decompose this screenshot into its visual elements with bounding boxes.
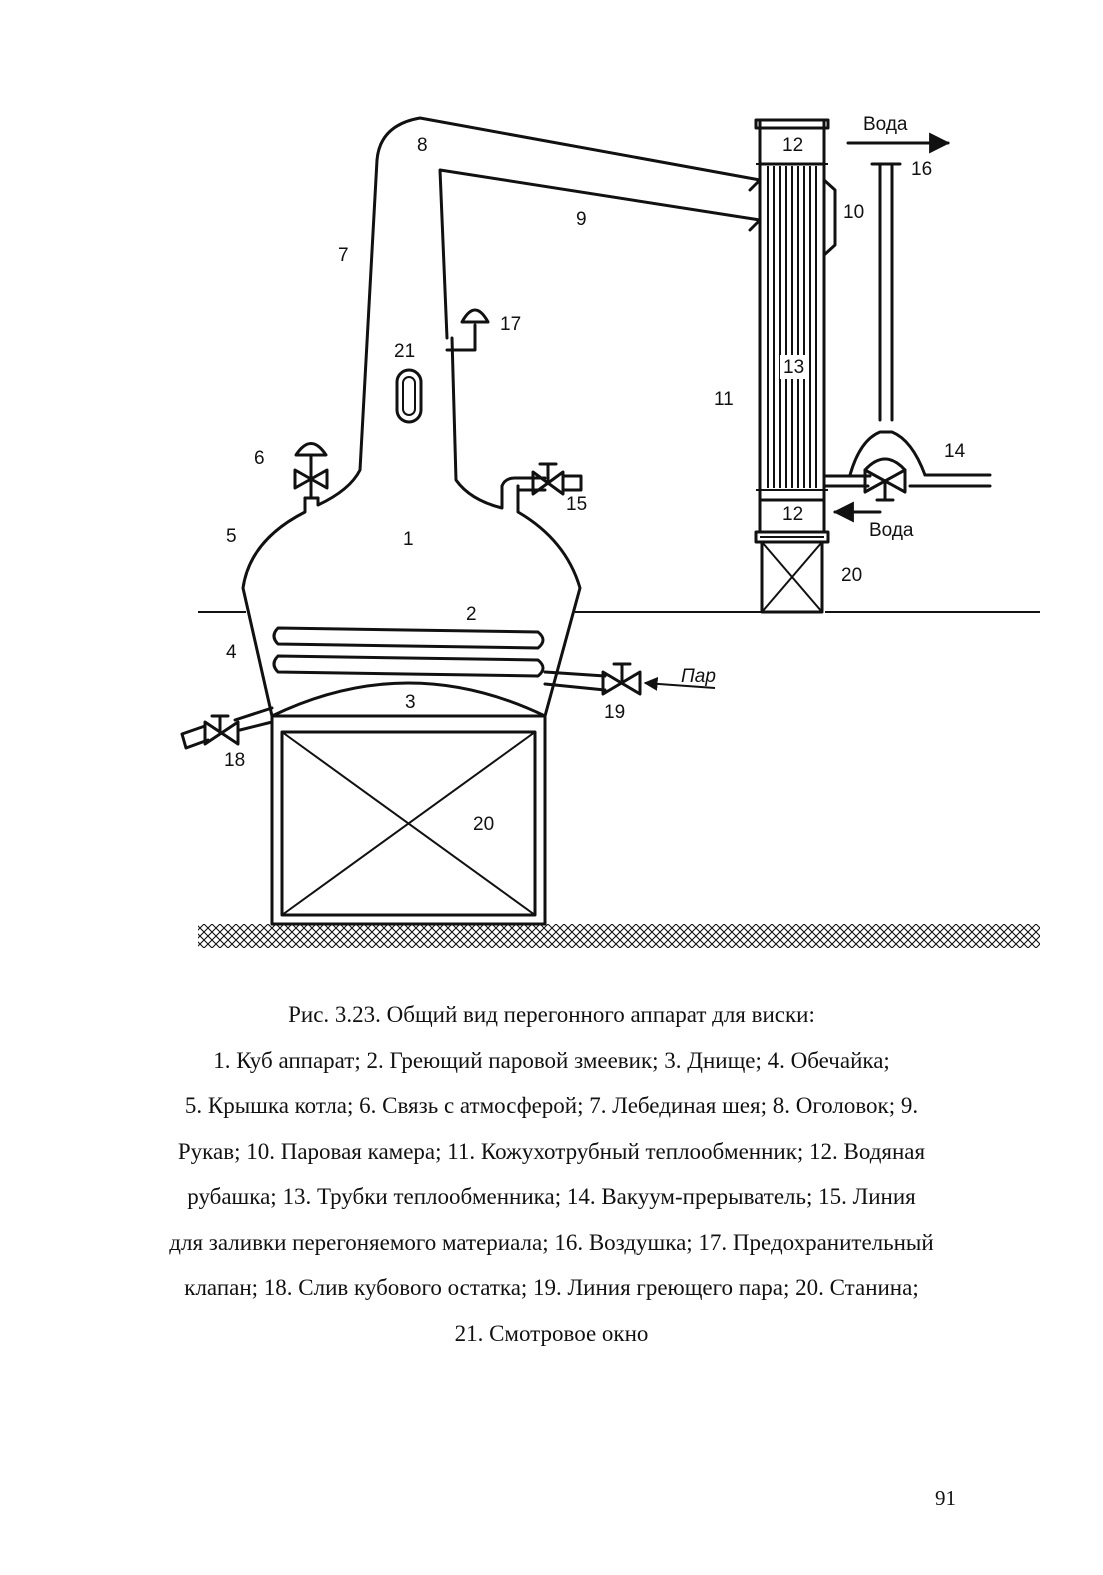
label-4: 4 [226, 642, 237, 663]
heating-coil-2 [272, 626, 607, 692]
label-11: 11 [714, 389, 734, 410]
caption-line: для заливки перегоняемого материала; 16.… [169, 1229, 934, 1255]
label-1: 1 [403, 529, 414, 550]
label-19: 19 [604, 702, 625, 723]
caption-line: клапан; 18. Слив кубового остатка; 19. Л… [184, 1275, 919, 1300]
label-2: 2 [466, 604, 477, 625]
label-6: 6 [254, 448, 265, 469]
label-17: 17 [500, 314, 521, 335]
label-14: 14 [944, 441, 966, 462]
label-20-right: 20 [841, 565, 862, 586]
label-12-top: 12 [782, 135, 803, 156]
label-21: 21 [394, 341, 415, 362]
steam-valve-19 [601, 662, 716, 696]
figure-caption: Рис. 3.23. Общий вид перегонного аппарат… [60, 992, 1043, 1356]
label-8: 8 [417, 135, 428, 156]
caption-line: Рукав; 10. Паровая камера; 11. Кожухотру… [177, 1138, 926, 1164]
drain-valve-18 [180, 706, 274, 750]
safety-valve-17 [445, 308, 490, 352]
caption-line: рубашка; 13. Трубки теплообменника; 14. … [187, 1184, 916, 1209]
sight-window-21 [395, 368, 423, 424]
ground-hatch [198, 924, 1040, 948]
stand-20-left [270, 714, 547, 926]
label-3: 3 [405, 692, 416, 713]
label-15: 15 [566, 494, 587, 515]
caption-line: 1. Куб аппарат; 2. Греющий паровой змеев… [213, 1047, 890, 1073]
caption-line: 5. Крышка котла; 6. Связь с атмосферой; … [184, 1093, 919, 1118]
still-diagram: 1 2 3 4 5 6 7 8 9 10 11 12 12 13 14 15 1… [180, 114, 1040, 948]
label-16: 16 [911, 159, 932, 180]
pot-outline [241, 116, 762, 718]
label-10: 10 [843, 202, 864, 223]
vacuum-breaker-14 [822, 162, 992, 502]
label-18: 18 [224, 750, 245, 771]
heat-exchanger-11 [748, 118, 837, 544]
label-water-out: Вода [863, 114, 908, 135]
label-20-left: 20 [473, 814, 494, 835]
label-12-bottom: 12 [782, 504, 803, 525]
label-steam: Пар [681, 666, 716, 687]
label-9: 9 [576, 209, 587, 230]
page-number: 91 [935, 1486, 956, 1510]
fill-line-15 [500, 462, 583, 496]
label-5: 5 [226, 526, 237, 547]
caption-line: Рис. 3.23. Общий вид перегонного аппарат… [288, 1002, 815, 1027]
caption-line: 21. Смотровое окно [454, 1320, 649, 1346]
tubes-13 [767, 166, 817, 488]
label-water-in: Вода [869, 520, 914, 541]
label-13: 13 [783, 357, 804, 378]
valve-6 [293, 442, 329, 500]
bottom-3 [270, 681, 547, 718]
label-7: 7 [338, 245, 349, 266]
stand-20-right [760, 540, 824, 614]
